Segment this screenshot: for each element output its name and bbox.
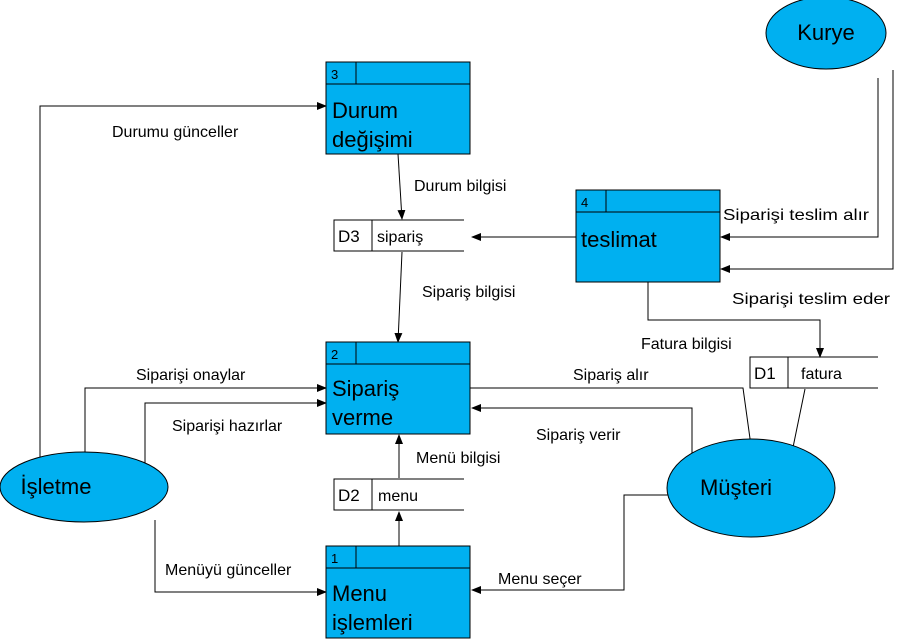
label-siparis-alir: Sipariş alır (573, 367, 649, 384)
flow-siparisi-hazirlar (144, 399, 327, 464)
process-2-label-2: verme (332, 405, 393, 430)
entity-musteri-label: Müşteri (700, 475, 772, 500)
process-3-label-1: Durum (332, 98, 398, 123)
process-1-label-2: işlemleri (332, 610, 413, 635)
store-d1-name: fatura (801, 366, 842, 383)
label-siparisi-teslim-alir: Siparişi teslim alır (723, 207, 870, 224)
flow-siparisi-teslim-alir (720, 78, 879, 241)
label-siparis-verir: Sipariş verir (536, 427, 621, 444)
store-d1-fatura: D1 fatura (749, 356, 878, 389)
store-d3-siparis: D3 sipariş (333, 219, 464, 252)
flow-siparisi-onaylar (84, 384, 327, 460)
label-menuyu-gunceller: Menüyü günceller (165, 562, 292, 579)
label-siparis-bilgisi: Sipariş bilgisi (422, 284, 515, 301)
process-2-siparis-verme: 2 Sipariş verme (325, 341, 471, 435)
flow-siparisi-teslim-eder (647, 282, 824, 358)
flow-siparis-alir (470, 387, 755, 454)
process-1-number: 1 (331, 551, 338, 566)
flow-menu-secer (471, 494, 668, 594)
entity-isletme: İşletme (0, 451, 169, 523)
process-2-number: 2 (331, 347, 338, 362)
store-d3-id: D3 (338, 227, 360, 246)
label-durum-bilgisi: Durum bilgisi (414, 178, 506, 195)
store-d2-name: menu (378, 488, 418, 505)
store-d2-id: D2 (338, 486, 360, 505)
flow-durumu-gunceller (39, 102, 327, 460)
label-menu-bilgisi: Menü bilgisi (416, 450, 500, 467)
process-3-durum-degisimi: 3 Durum değişimi (325, 61, 471, 155)
store-d3-name: sipariş (377, 229, 423, 246)
label-siparisi-onaylar: Siparişi onaylar (136, 367, 246, 384)
flow-siparis-bilgisi (394, 251, 403, 343)
label-fatura-bilgisi: Fatura bilgisi (641, 336, 732, 353)
flow-siparis-verir (471, 404, 693, 463)
label-siparisi-hazirlar: Siparişi hazırlar (172, 418, 283, 435)
flow-menuyu-gunceller (154, 520, 327, 596)
process-4-label: teslimat (581, 227, 657, 252)
label-durumu-gunceller: Durumu günceller (112, 124, 239, 141)
process-4-teslimat: 4 teslimat (575, 189, 721, 283)
flow-kurye-to-teslimat-2 (720, 70, 894, 273)
process-3-label-2: değişimi (332, 127, 413, 152)
store-d1-id: D1 (754, 364, 776, 383)
connectors (39, 70, 894, 596)
entity-musteri: Müşteri (666, 438, 836, 538)
entity-kurye: Kurye (765, 0, 887, 70)
process-1-menu-islemleri: 1 Menu işlemleri (325, 545, 471, 639)
process-4-number: 4 (581, 195, 588, 210)
process-2-label-1: Sipariş (332, 376, 399, 401)
store-d2-menu: D2 menu (333, 478, 464, 511)
flow-labels: Durumu günceller Durum bilgisi Sipariş b… (112, 124, 891, 588)
entity-kurye-label: Kurye (797, 20, 854, 45)
flow-durum-bilgisi (397, 153, 406, 220)
label-siparisi-teslim-eder: Siparişi teslim eder (732, 291, 891, 308)
entity-isletme-label: İşletme (21, 474, 92, 499)
process-1-label-1: Menu (332, 581, 387, 606)
label-menu-secer: Menu seçer (498, 571, 582, 588)
process-3-number: 3 (331, 67, 338, 82)
